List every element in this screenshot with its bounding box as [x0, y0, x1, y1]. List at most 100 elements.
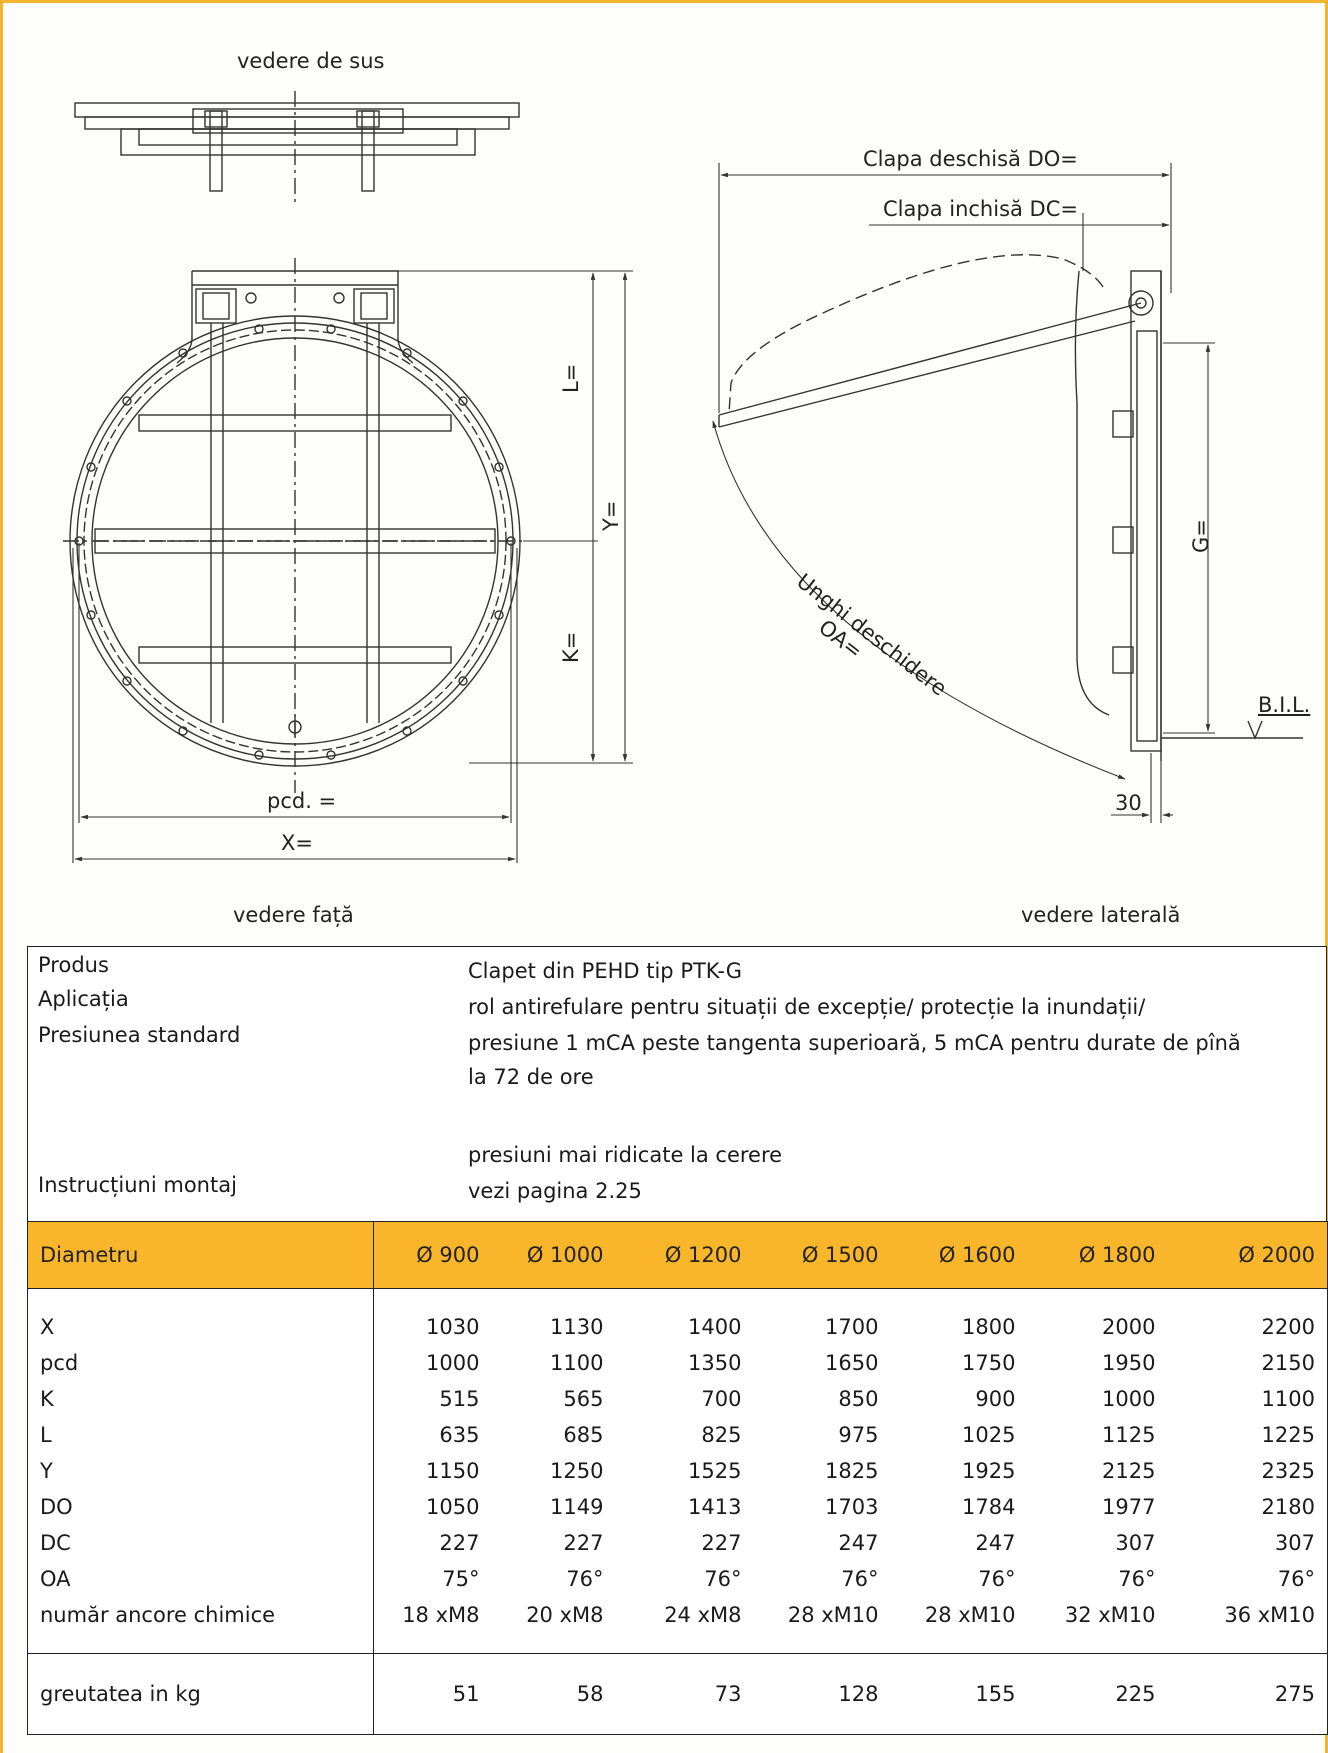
info-value-instructiuni: vezi pagina 2.25: [468, 1179, 642, 1203]
row-label: OA: [27, 1561, 374, 1597]
weight-label: greutatea in kg: [27, 1653, 374, 1735]
header-d1600: Ø 1600: [890, 1221, 1028, 1289]
table-cell: 225: [1027, 1653, 1168, 1735]
header-d1000: Ø 1000: [491, 1221, 616, 1289]
table-cell: 227: [439, 1531, 480, 1555]
header-d900: Ø 900: [373, 1221, 492, 1289]
info-value-presiuni-ridicate: presiuni mai ridicate la cerere: [468, 1143, 783, 1167]
table-cell: 2200: [1167, 1309, 1328, 1345]
row-label: L: [27, 1417, 374, 1453]
table-cell: 2000: [1102, 1315, 1156, 1339]
header-d1200: Ø 1200: [615, 1221, 754, 1289]
table-cell: 1100: [1167, 1381, 1328, 1417]
header-d1500: Ø 1500: [753, 1221, 891, 1289]
row-label: Y: [27, 1453, 374, 1489]
table-cell: 1050: [426, 1495, 480, 1519]
top-view-sketch: [74, 91, 520, 203]
table-cell: 1950: [1102, 1351, 1156, 1375]
table-cell: 1030: [426, 1315, 480, 1339]
table-cell: 73: [615, 1653, 754, 1735]
table-cell: 1000: [426, 1351, 480, 1375]
table-cell: 155: [890, 1653, 1028, 1735]
table-cell: 1525: [688, 1459, 742, 1483]
info-key-presiunea: Presiunea standard: [38, 1023, 241, 1047]
thirty-dimension-label: 30: [1115, 791, 1142, 815]
table-cell: 76°: [978, 1567, 1016, 1591]
table-cell: 32 xM10: [1064, 1603, 1156, 1627]
table-cell: 825: [701, 1423, 742, 1447]
table-row-weight: greutatea in kg 51 58 73 128 155 225 275: [27, 1653, 1328, 1735]
bolt-holes: [74, 324, 516, 760]
table-cell: 1130: [550, 1315, 604, 1339]
table-header-row: Diametru Ø 900 Ø 1000 Ø 1200 Ø 1500 Ø 16…: [27, 1221, 1328, 1289]
table-cell: 76°: [566, 1567, 604, 1591]
info-value-produs: Clapet din PEHD tip PTK-G: [468, 959, 742, 983]
table-cell: 685: [563, 1423, 604, 1447]
table-cell: 1925: [962, 1459, 1016, 1483]
table-cell: 18 xM8: [402, 1603, 480, 1627]
table-cell: 635: [439, 1423, 480, 1447]
y-dimension-label: Y=: [599, 500, 623, 531]
table-cell: 2180: [1167, 1489, 1328, 1525]
row-label: DC: [27, 1525, 374, 1561]
table-cell: 1100: [550, 1351, 604, 1375]
table-cell: 275: [1167, 1653, 1328, 1735]
header-d1800: Ø 1800: [1027, 1221, 1168, 1289]
info-value-presiunea-cont: la 72 de ore: [468, 1065, 594, 1089]
table-cell: 900: [975, 1387, 1016, 1411]
row-label: număr ancore chimice: [27, 1597, 374, 1633]
table-cell: 20 xM8: [526, 1603, 604, 1627]
row-label: K: [27, 1381, 374, 1417]
table-cell: 58: [491, 1653, 616, 1735]
table-cell: 76°: [1167, 1561, 1328, 1597]
table-cell: 75°: [442, 1567, 480, 1591]
header-d2000: Ø 2000: [1167, 1221, 1328, 1289]
table-cell: 76°: [1118, 1567, 1156, 1591]
table-cell: 51: [373, 1653, 492, 1735]
table-cell: 1125: [1102, 1423, 1156, 1447]
table-cell: 227: [701, 1531, 742, 1555]
top-view-label: vedere de sus: [237, 49, 385, 73]
table-cell: 227: [563, 1531, 604, 1555]
table-spacer: [27, 1633, 1328, 1654]
info-value-aplicatia: rol antirefulare pentru situații de exce…: [468, 995, 1146, 1019]
spec-table: Diametru Ø 900 Ø 1000 Ø 1200 Ø 1500 Ø 16…: [27, 1221, 1328, 1735]
product-info-box: Produs Clapet din PEHD tip PTK-G Aplicaț…: [27, 946, 1327, 1222]
info-value-presiunea: presiune 1 mCA peste tangenta superioară…: [468, 1031, 1241, 1055]
table-cell: 1350: [688, 1351, 742, 1375]
table-cell: 307: [1115, 1531, 1156, 1555]
front-view-sketch: [63, 258, 523, 793]
table-cell: 975: [838, 1423, 879, 1447]
table-cell: 247: [838, 1531, 879, 1555]
table-cell: 28 xM10: [924, 1603, 1016, 1627]
info-key-aplicatia: Aplicația: [38, 987, 129, 1011]
drawing-svg: [63, 91, 1303, 863]
k-dimension-label: K=: [559, 631, 583, 663]
l-dimension-label: L=: [559, 363, 583, 393]
table-cell: 307: [1167, 1525, 1328, 1561]
table-cell: 1400: [688, 1315, 742, 1339]
x-dimension-label: X=: [281, 831, 313, 855]
table-cell: 2125: [1102, 1459, 1156, 1483]
table-cell: 2150: [1167, 1345, 1328, 1381]
table-cell: 1250: [550, 1459, 604, 1483]
table-cell: 850: [838, 1387, 879, 1411]
table-cell: 1703: [825, 1495, 879, 1519]
pcd-dimension-label: pcd. =: [267, 789, 337, 813]
table-cell: 1825: [825, 1459, 879, 1483]
do-dimension-label: Clapa deschisă DO=: [863, 147, 1078, 171]
table-cell: 700: [701, 1387, 742, 1411]
table-cell: 1977: [1102, 1495, 1156, 1519]
table-cell: 28 xM10: [787, 1603, 879, 1627]
table-cell: 515: [439, 1387, 480, 1411]
row-label: DO: [27, 1489, 374, 1525]
